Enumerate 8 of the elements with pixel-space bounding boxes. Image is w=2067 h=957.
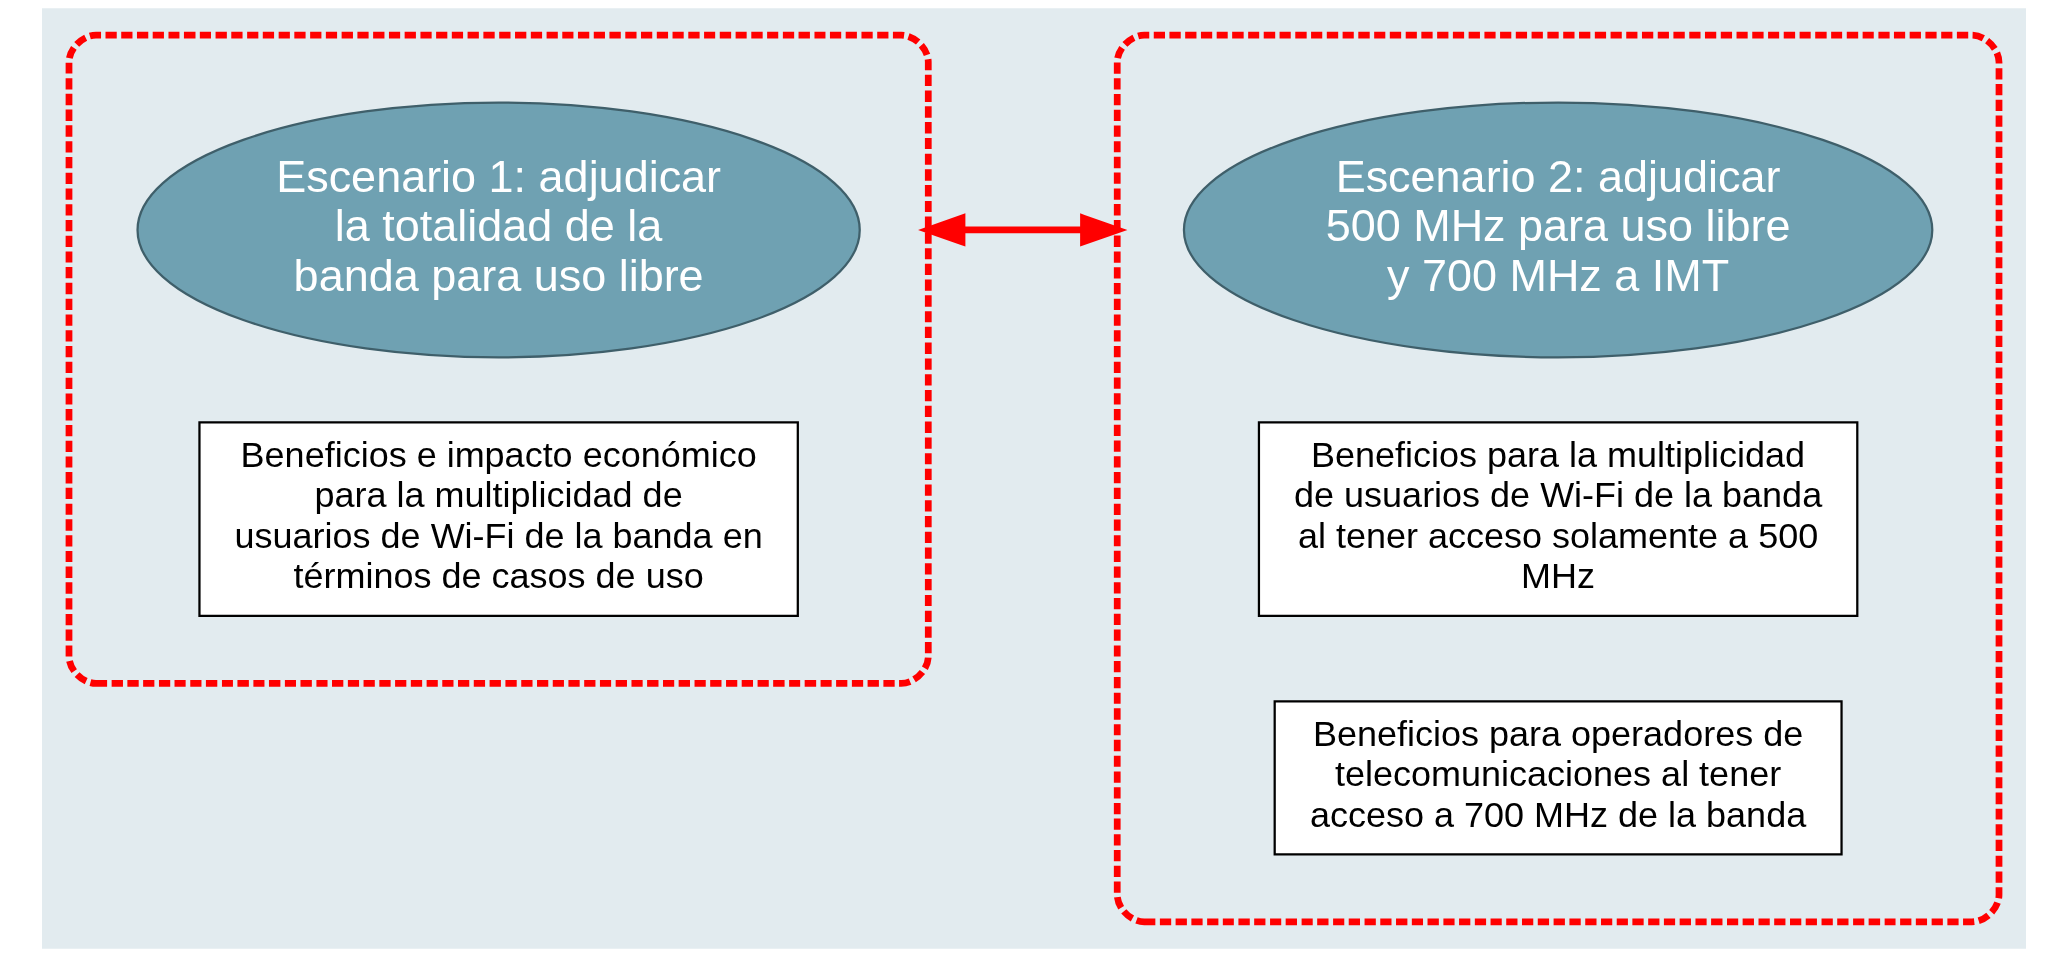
arrow [917, 213, 1127, 247]
cluster [65, 31, 932, 687]
node-ellipse: Escenario 2: adjudicar 500 MHz para uso libre y 700 MHz a IMT [1182, 101, 1933, 359]
node-box: Beneficios e impacto económico para la multiplicidad de usuarios de Wi-Fi de la banda en términos de casos de uso [197, 421, 799, 617]
node-box: Beneficios para la multiplicidad de usuarios de Wi-Fi de la banda al tener acceso solamente a 500 MHz [1257, 421, 1858, 617]
node-box: Beneficios para operadores de telecomunicaciones al tener acceso a 700 MHz de la banda [1273, 700, 1843, 856]
cluster [1113, 31, 2002, 926]
node-ellipse: Escenario 1: adjudicar la totalidad de la banda para uso libre [135, 101, 861, 359]
